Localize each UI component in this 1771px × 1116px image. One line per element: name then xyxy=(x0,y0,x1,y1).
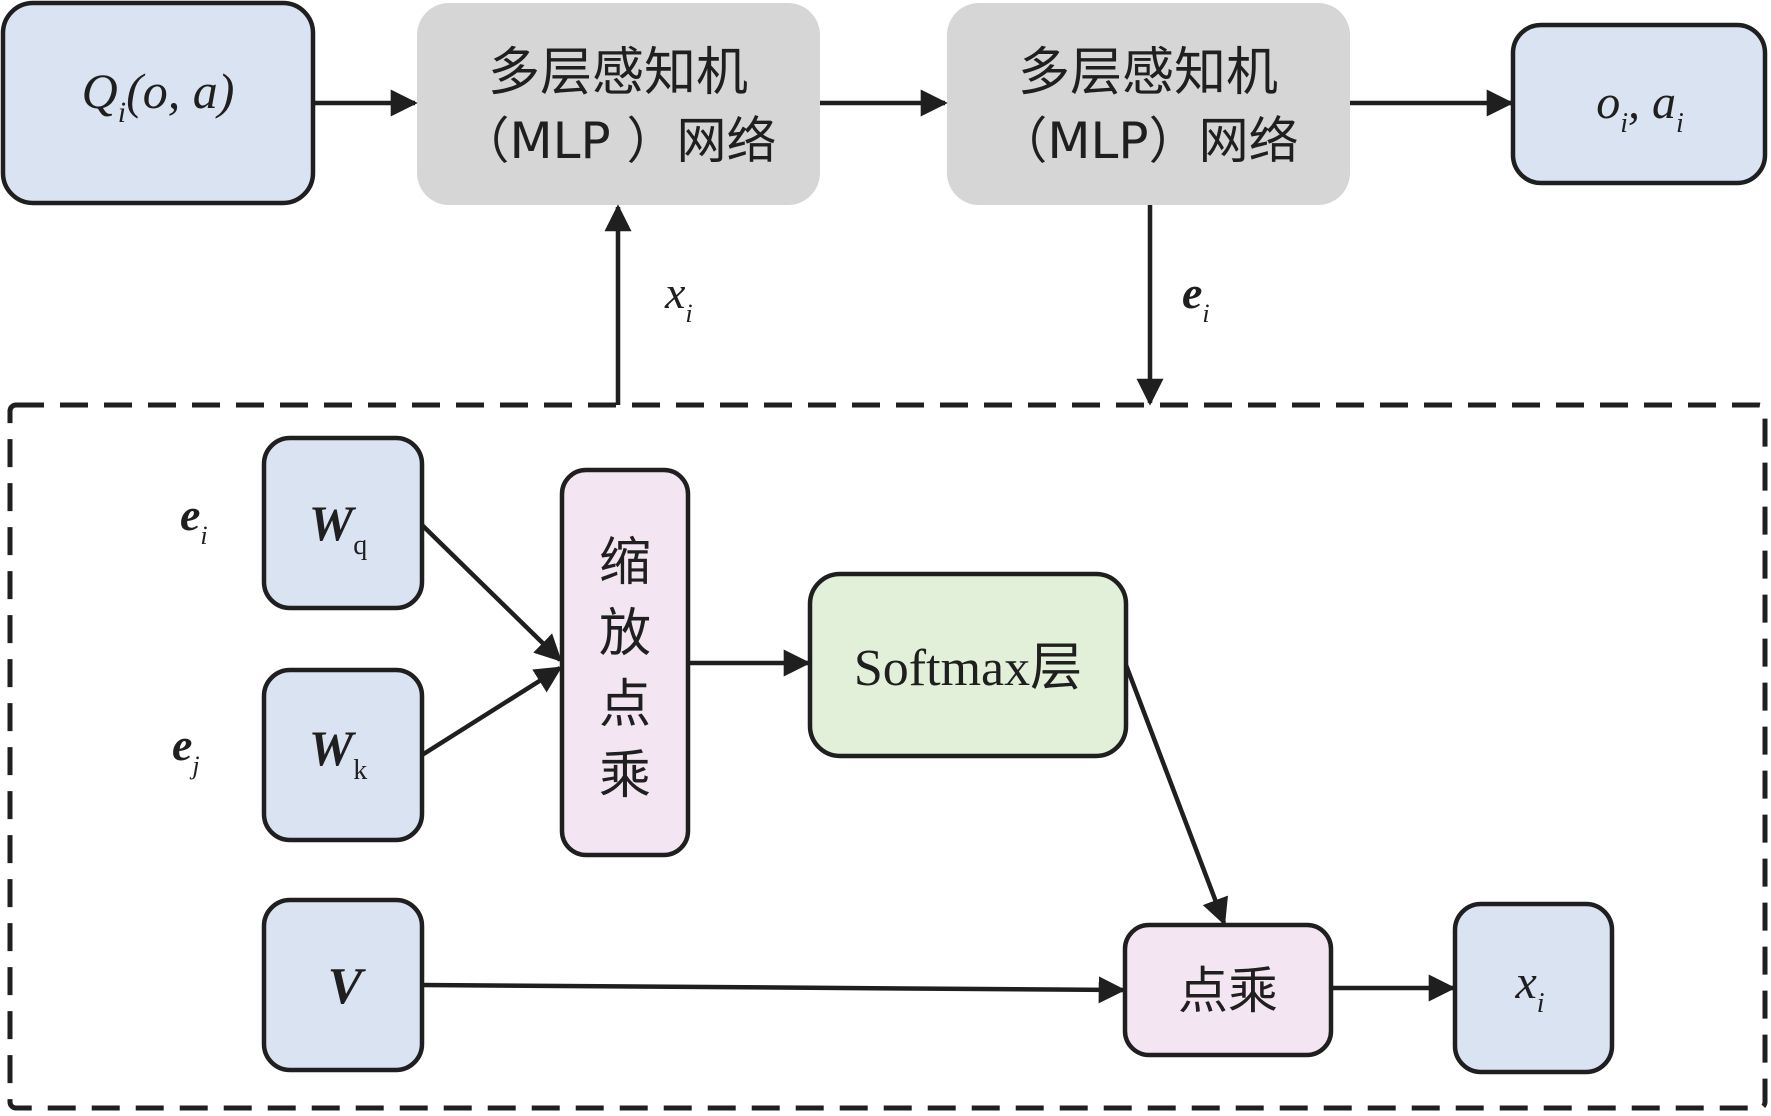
mlp1-line1: 多层感知机 xyxy=(488,43,748,103)
edge-wq-to-scaled-dot xyxy=(420,523,562,662)
softmax-node: Softmax层 xyxy=(807,571,1129,759)
label-ej-input: ej xyxy=(172,719,200,780)
label-xi-up: xi xyxy=(664,267,693,328)
output-node: oi, ai xyxy=(1510,22,1768,186)
mlp-node-1: 多层感知机 （MLP ）网络 xyxy=(417,3,820,205)
output-comma: , xyxy=(1628,76,1652,129)
output-o: o xyxy=(1596,76,1620,129)
mlp2-line1: 多层感知机 xyxy=(1018,43,1278,103)
svg-text:点乘: 点乘 xyxy=(1178,962,1278,1020)
v-node: V xyxy=(261,897,425,1073)
x-output-node: xi xyxy=(1452,901,1615,1075)
q-args: (o, a) xyxy=(126,63,234,119)
svg-text:Softmax层: Softmax层 xyxy=(854,640,1082,697)
svg-text:Wq: Wq xyxy=(309,495,367,561)
svg-text:Wk: Wk xyxy=(309,720,367,786)
label-ei-input: ei xyxy=(180,489,208,550)
q-subscript: i xyxy=(118,96,126,129)
wk-node: Wk xyxy=(261,667,425,843)
mlp2-line2: （MLP）网络 xyxy=(997,112,1298,170)
q-input-node: Qi(o, a) xyxy=(0,0,316,206)
output-a: a xyxy=(1652,76,1676,129)
edge-v-to-dot xyxy=(421,976,1126,1004)
dot-product-node: 点乘 xyxy=(1122,922,1334,1058)
svg-text:点: 点 xyxy=(599,675,651,735)
scaled-dot-node: 缩 放 点 乘 xyxy=(559,467,691,858)
mlp-node-2: 多层感知机 （MLP）网络 xyxy=(947,3,1350,205)
edge-softmax-to-dot xyxy=(1123,664,1228,926)
svg-text:V: V xyxy=(328,958,367,1015)
svg-text:放: 放 xyxy=(599,604,651,664)
output-a-sub: i xyxy=(1676,108,1684,139)
output-o-sub: i xyxy=(1620,108,1628,139)
svg-text:缩: 缩 xyxy=(599,533,651,593)
wq-node: Wq xyxy=(261,435,425,611)
svg-text:xi: xi xyxy=(1514,956,1544,1019)
svg-text:乘: 乘 xyxy=(599,746,651,806)
svg-text:oi, ai: oi, ai xyxy=(1596,76,1684,139)
mlp1-line2: （MLP ）网络 xyxy=(459,112,776,170)
q-symbol: Q xyxy=(82,63,118,119)
attention-module-frame xyxy=(7,402,1768,1111)
edge-wk-to-scaled-dot xyxy=(420,666,563,757)
label-ei-down: ei xyxy=(1182,267,1210,328)
svg-text:Qi(o, a): Qi(o, a) xyxy=(82,63,235,129)
